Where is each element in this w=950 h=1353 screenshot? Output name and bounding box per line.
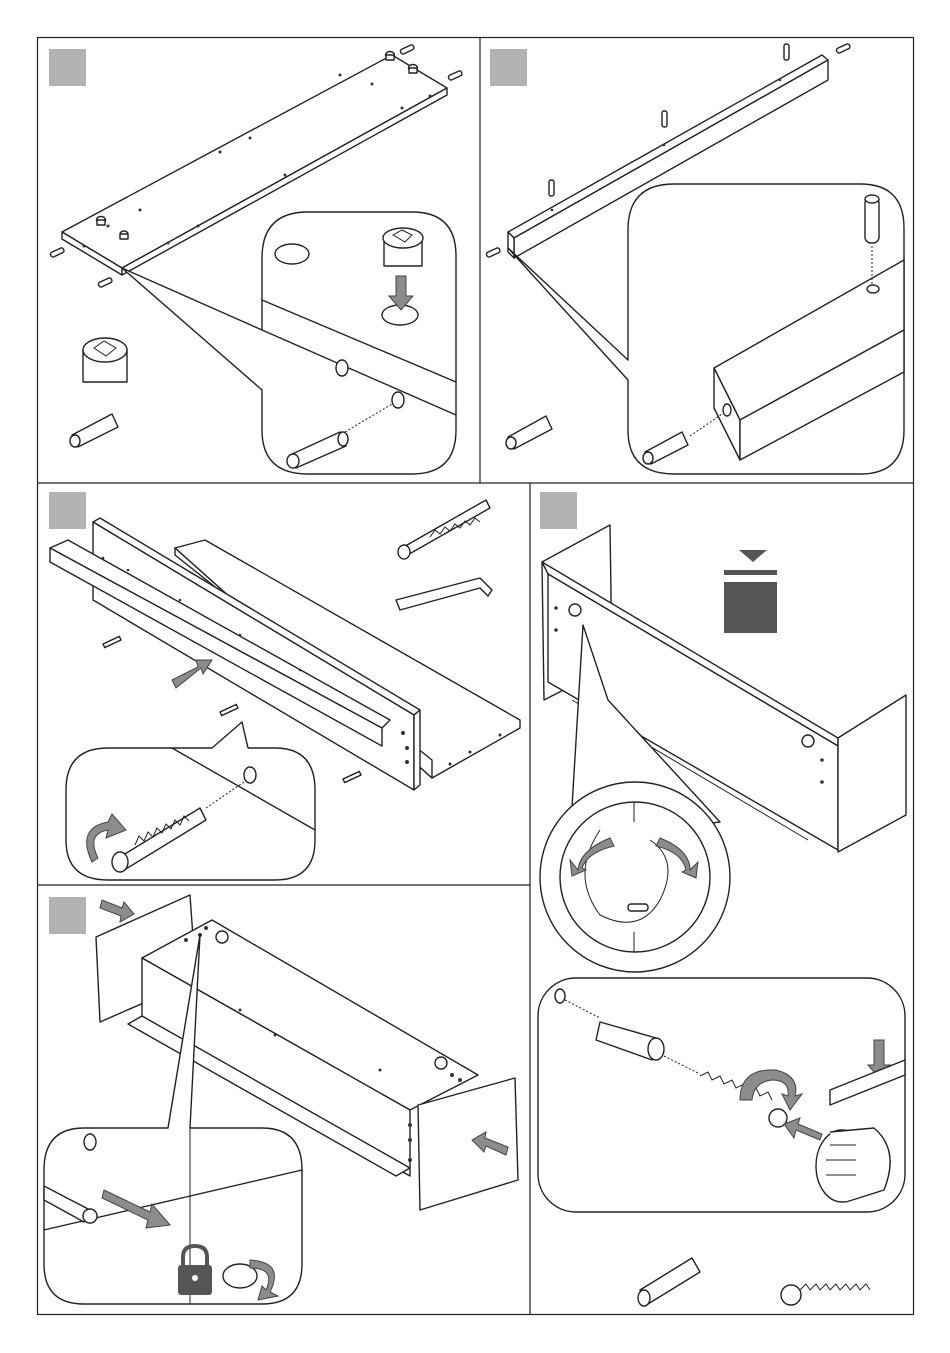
step-1-marker — [49, 49, 86, 86]
step-4-illustration — [540, 525, 906, 972]
cam-lock-detail-icon — [383, 228, 423, 266]
cam-lock-part-icon — [83, 338, 127, 382]
step-1-illustration — [50, 44, 463, 474]
weight-down-icon — [724, 550, 777, 633]
dowel-detail-icon — [865, 195, 879, 243]
step-4-marker — [540, 492, 577, 529]
push-arrow-icon — [172, 660, 212, 688]
allen-key-icon — [396, 578, 492, 610]
cam-lock-side-icon — [816, 1128, 890, 1202]
push-arrow-icon-1 — [100, 900, 134, 922]
step-5-illustration — [44, 895, 518, 1304]
step-2-illustration — [486, 43, 904, 474]
screw-part-icon — [781, 1284, 870, 1305]
cam-bolt-part-icon — [398, 500, 490, 559]
step-2-marker — [490, 49, 527, 86]
wall-plug-part-icon — [638, 1258, 700, 1306]
step-6-illustration — [538, 978, 905, 1306]
dowel-part-icon — [70, 414, 118, 447]
dowel-part-icon — [506, 416, 552, 449]
step-5-marker — [49, 897, 86, 934]
step-3-illustration — [50, 500, 520, 880]
step-3-marker — [49, 492, 86, 529]
